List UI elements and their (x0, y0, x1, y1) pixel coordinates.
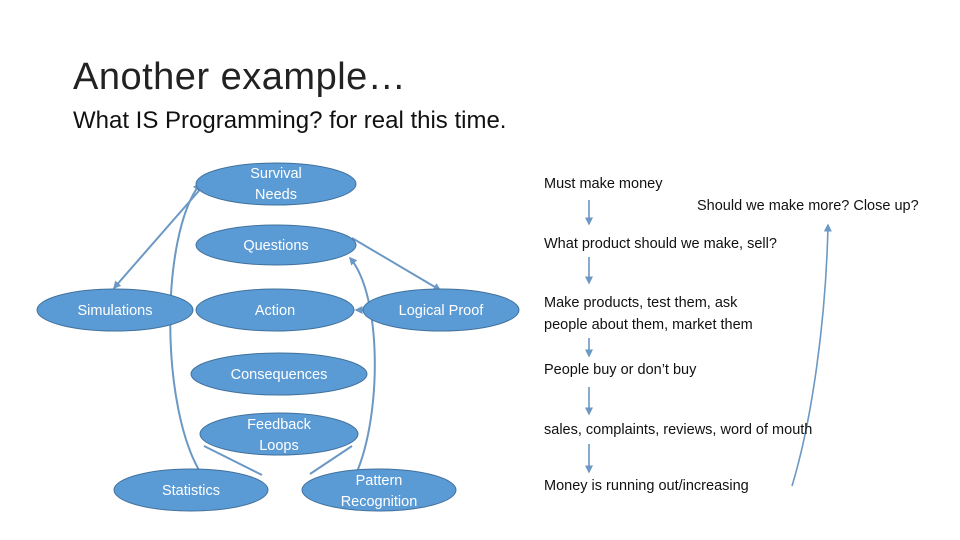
node-survival-needs: Survival Needs (195, 162, 357, 206)
arrow-questions-to-logical-proof (351, 237, 442, 291)
svg-text:Statistics: Statistics (162, 483, 220, 499)
svg-text:Feedback: Feedback (247, 417, 311, 433)
loop-pattern-to-questions (349, 256, 376, 475)
feedback-curve-to-close-up (791, 223, 832, 487)
svg-text:Survival: Survival (250, 166, 302, 182)
node-consequences: Consequences (190, 352, 368, 396)
slide-subtitle: What IS Programming? for real this time. (73, 107, 507, 134)
loop-statistics-to-survival (169, 182, 203, 476)
arrow-feedback-to-statistics (203, 445, 263, 476)
step-must-make-money: Must make money (544, 176, 663, 192)
svg-text:Questions: Questions (243, 238, 308, 254)
node-statistics: Statistics (113, 468, 269, 512)
step-make-products-line1: Make products, test them, ask (544, 295, 738, 311)
node-questions: Questions (195, 224, 357, 266)
svg-text:Consequences: Consequences (231, 367, 328, 383)
step-money-running: Money is running out/increasing (544, 478, 749, 494)
svg-text:Needs: Needs (255, 187, 297, 203)
node-pattern-recognition: Pattern Recognition (301, 468, 457, 512)
step-make-more: Should we make more? Close up? (697, 198, 919, 214)
svg-text:Action: Action (255, 303, 295, 319)
svg-text:Loops: Loops (259, 438, 299, 454)
step-arrows (585, 200, 832, 487)
node-action: Action (195, 288, 355, 332)
step-buy-or-not: People buy or don’t buy (544, 362, 697, 378)
node-feedback-loops: Feedback Loops (199, 412, 359, 456)
arrow-feedback-to-pattern (309, 445, 353, 475)
svg-text:Logical Proof: Logical Proof (399, 303, 485, 319)
svg-text:Recognition: Recognition (341, 494, 418, 510)
step-make-products-line2: people about them, market them (544, 317, 753, 333)
svg-text:Simulations: Simulations (78, 303, 153, 319)
step-sales: sales, complaints, reviews, word of mout… (544, 422, 813, 438)
step-what-product: What product should we make, sell? (544, 236, 777, 252)
node-simulations: Simulations (36, 288, 194, 332)
node-logical-proof: Logical Proof (362, 288, 520, 332)
slide-title: Another example… (73, 56, 407, 98)
svg-text:Pattern: Pattern (356, 473, 403, 489)
